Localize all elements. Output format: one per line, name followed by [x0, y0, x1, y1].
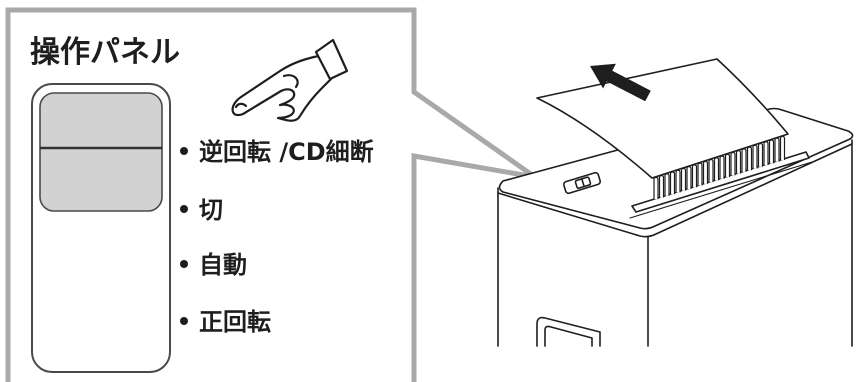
shredded-strips	[653, 135, 786, 200]
bullet-dot	[180, 147, 188, 155]
paper-direction-arrow-icon	[590, 63, 651, 102]
label-text: 正回転	[199, 308, 271, 336]
paper-sheet	[536, 58, 789, 179]
hand-knuckle-line	[282, 74, 299, 89]
label-text: 逆回転 /CD細断	[199, 138, 374, 166]
shred-strip	[757, 142, 764, 167]
shred-strip	[768, 139, 775, 164]
hand-nail	[234, 102, 248, 109]
bullet-dot	[180, 317, 188, 325]
label-reverse-cd-shred: 逆回転 /CD細断	[180, 137, 374, 167]
shred-strip	[691, 164, 698, 188]
shred-strip	[675, 169, 681, 193]
slot-guide-line	[629, 161, 813, 219]
label-text: 切	[199, 196, 223, 224]
shred-strip	[746, 146, 753, 171]
label-auto: 自動	[180, 250, 247, 280]
shred-strip	[697, 162, 703, 186]
label-off: 切	[180, 195, 223, 225]
hand-outline	[231, 53, 336, 122]
shred-strip	[752, 144, 758, 169]
shred-strip	[653, 176, 659, 200]
shredder-handle-cutout	[536, 316, 601, 347]
switch-knob-line	[580, 178, 585, 188]
shred-strip	[658, 174, 665, 198]
shred-strip	[708, 158, 714, 183]
shred-strip	[735, 150, 742, 174]
shred-strip	[713, 157, 720, 181]
shred-strip	[774, 137, 780, 162]
rocker-button	[39, 92, 163, 212]
shred-strip	[724, 153, 731, 178]
panel-title: 操作パネル	[30, 35, 180, 70]
shred-strip	[741, 148, 747, 172]
hand-cuff	[314, 38, 349, 81]
shred-strip	[686, 166, 692, 189]
shredder-handle-inner	[544, 325, 593, 347]
shred-strip	[669, 171, 676, 195]
label-text: 自動	[199, 251, 247, 279]
shred-strip	[702, 160, 709, 184]
shred-strip	[680, 167, 687, 191]
bullet-dot	[180, 205, 188, 213]
bullet-dot	[180, 260, 188, 268]
callout-border	[5, 7, 537, 382]
shred-strip	[664, 173, 670, 196]
label-forward: 正回転	[180, 307, 271, 337]
shred-strip	[763, 141, 769, 166]
shred-strip	[730, 151, 736, 176]
shred-strip	[719, 155, 725, 179]
shredder-switch	[562, 171, 602, 195]
pointing-hand-icon	[231, 38, 349, 122]
shred-strip	[779, 135, 786, 160]
